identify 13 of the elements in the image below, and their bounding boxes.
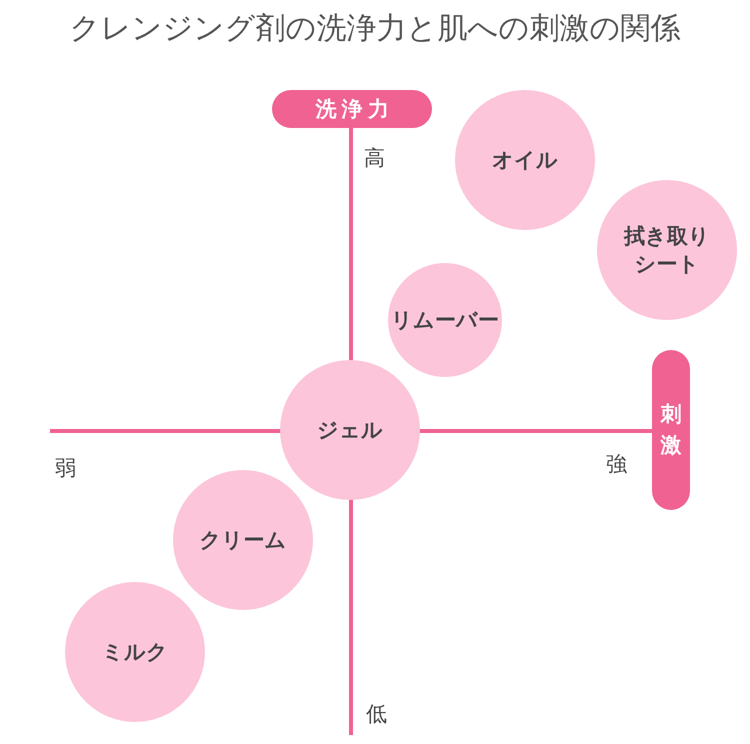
- circle-label: 拭き取りシート: [624, 222, 710, 278]
- circle-label: ミルク: [102, 638, 168, 666]
- axis-end-label: 弱: [55, 455, 76, 482]
- axis-label-box: 刺激: [652, 350, 690, 510]
- axis-end-label: 低: [366, 701, 387, 728]
- circle-label: クリーム: [200, 526, 286, 554]
- axis-label-box: 洗浄力: [272, 90, 432, 128]
- axis-end-label: 強: [606, 451, 627, 478]
- axis-end-label: 高: [364, 145, 385, 172]
- circle-label: オイル: [492, 146, 558, 174]
- circle-label: リムーバー: [391, 306, 499, 334]
- title: クレンジング剤の洗浄力と肌への刺激の関係: [68, 10, 682, 48]
- circle-label: ジェル: [317, 416, 383, 444]
